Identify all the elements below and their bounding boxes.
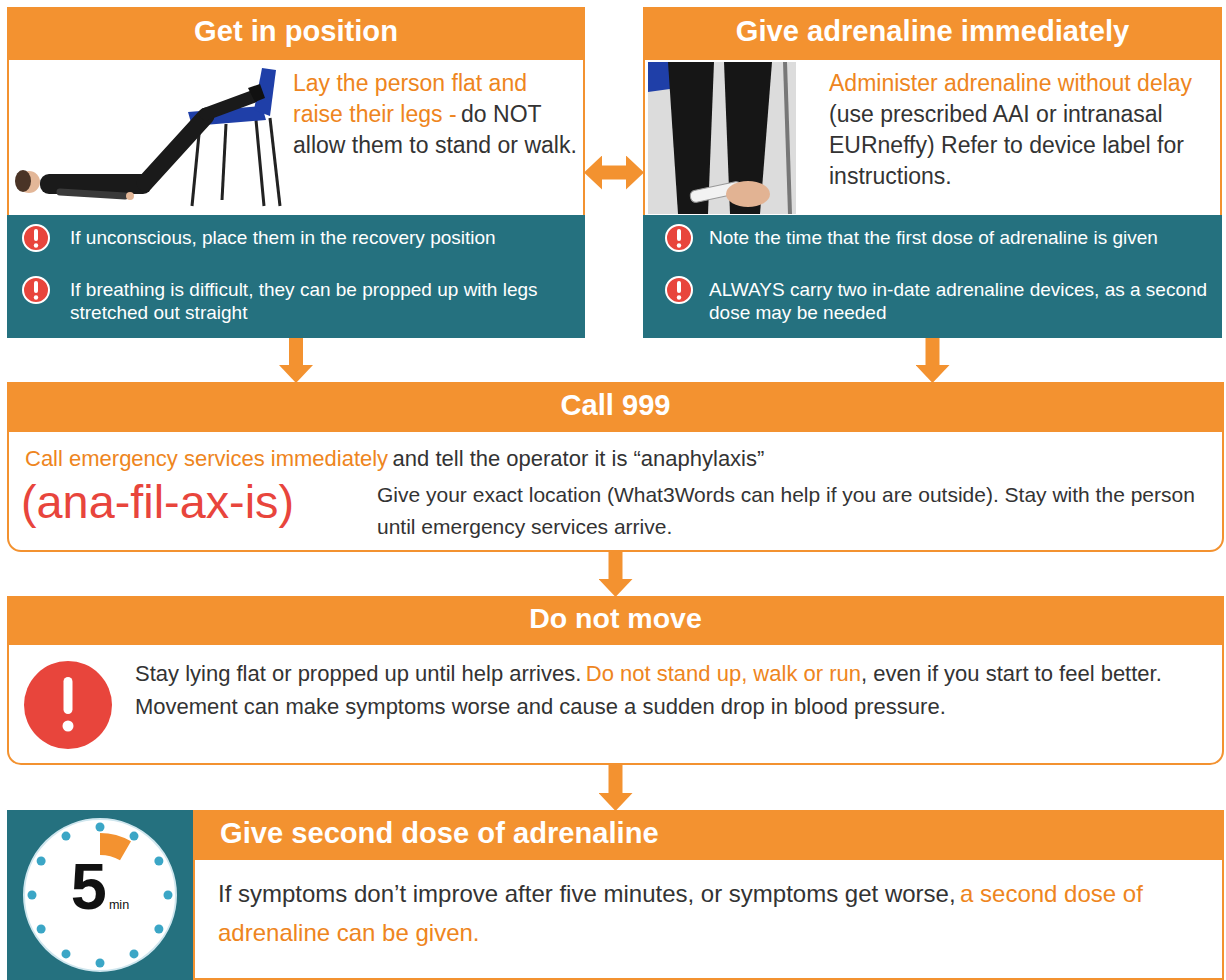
timer-tick (37, 857, 46, 866)
timer-text: 5min (22, 817, 178, 975)
instruction-text: Stay lying flat or propped up until help… (135, 661, 581, 686)
warning-band: Note the time that the first dose of adr… (643, 215, 1222, 338)
warning-text: If breathing is difficult, they can be p… (70, 279, 575, 325)
timer-tick (62, 949, 71, 958)
step-text: Lay the person flat and raise their legs… (293, 69, 577, 162)
instruction-text: and tell the operator it is “anaphylaxis… (393, 446, 765, 471)
timer-number: 5 (71, 850, 107, 923)
step-heading: Call 999 (7, 382, 1224, 433)
flow-arrow (609, 552, 623, 579)
instruction-text: Give your exact location (What3Words can… (377, 483, 1195, 538)
pronunciation-text: (ana-fil-ax-is) (21, 476, 294, 528)
timer-tick (96, 959, 105, 968)
warning-text: If unconscious, place them in the recove… (70, 227, 575, 250)
step-text: Administer adrenaline without delay (use… (829, 69, 1214, 193)
warning-text: Note the time that the first dose of adr… (709, 227, 1214, 250)
step-heading: Give second dose of adrenaline (220, 810, 1210, 861)
step-heading: Give adrenaline immediately (643, 7, 1222, 61)
step-heading: Do not move (7, 596, 1224, 645)
timer-face (24, 819, 176, 971)
step-text: Stay lying flat or propped up until help… (135, 658, 1210, 724)
warning-text: Note the time that the first dose of adr… (709, 227, 1158, 248)
timer-tick (62, 832, 71, 841)
warning-text: If breathing is difficult, they can be p… (70, 279, 538, 323)
emphasis-text: Administer adrenaline without delay (829, 70, 1192, 96)
step-text: Call emergency services immediately and … (25, 444, 1205, 476)
instruction-text: (use prescribed AAI or intranasal EURnef… (829, 101, 1184, 189)
warning-band: If unconscious, place them in the recove… (7, 215, 585, 338)
heading-text: Get in position (194, 15, 398, 47)
heading-text: Give adrenaline immediately (736, 15, 1129, 47)
flow-arrow (602, 166, 626, 180)
heading-text: Call 999 (560, 389, 670, 421)
flow-arrow (289, 338, 303, 365)
timer-tick (154, 925, 163, 934)
heading-text: Give second dose of adrenaline (220, 817, 659, 849)
emphasis-text: Call emergency services immediately (25, 446, 388, 471)
step-text: If symptoms don’t improve after five min… (218, 876, 1208, 954)
timer-tick (164, 891, 173, 900)
heading-text: Do not move (529, 602, 702, 634)
step-text: Give your exact location (What3Words can… (377, 480, 1212, 544)
flow-arrow (609, 765, 623, 793)
step-heading: Get in position (7, 7, 585, 61)
step-panel: Give adrenaline immediatelyAdminister ad… (643, 7, 1222, 338)
warning-text: If unconscious, place them in the recove… (70, 227, 496, 248)
timer-circle: 5min (22, 817, 178, 973)
step-box: Do not moveStay lying flat or propped up… (7, 596, 1224, 765)
timer-unit: min (109, 898, 129, 912)
step-box: Give second dose of adrenaline If symptom… (7, 810, 1224, 980)
timer-tick (96, 823, 105, 832)
timer-tick (154, 857, 163, 866)
pronunciation: (ana-fil-ax-is) (21, 476, 373, 539)
flow-arrow (926, 338, 940, 365)
warning-text: ALWAYS carry two in-date adrenaline devi… (709, 279, 1207, 323)
timer-tick (37, 925, 46, 934)
timer-tick (130, 832, 139, 841)
timer-tick (28, 891, 37, 900)
step-box: Call 999Call emergency services immediat… (7, 382, 1224, 552)
warning-text: ALWAYS carry two in-date adrenaline devi… (709, 279, 1214, 325)
emphasis-text: Do not stand up, walk or run (586, 661, 861, 686)
instruction-text: If symptoms don’t improve after five min… (218, 880, 956, 907)
timer-tick (130, 949, 139, 958)
step-panel: Get in positionLay the person flat and r… (7, 7, 585, 338)
